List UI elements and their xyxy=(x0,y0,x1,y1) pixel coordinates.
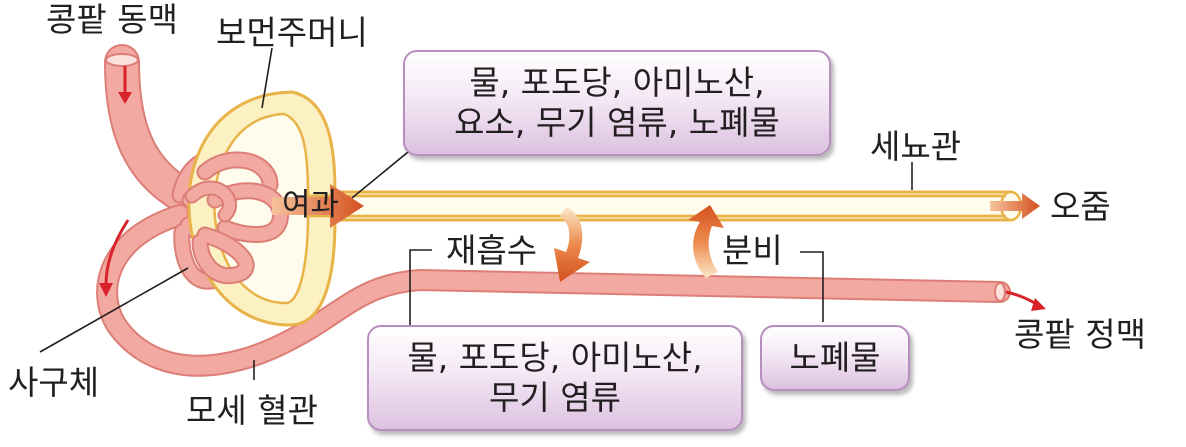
urine-label: 오줌 xyxy=(1050,187,1111,226)
secretion-arrow xyxy=(688,205,724,278)
process-arrows xyxy=(272,184,1040,282)
filtrate-line-1: 물, 포도당, 아미노산, xyxy=(469,63,765,103)
blood-flow-arrows xyxy=(99,66,1046,311)
secretion-label: 분비 xyxy=(722,231,783,270)
filtrate-box: 물, 포도당, 아미노산, 요소, 무기 염류, 노폐물 xyxy=(403,50,831,156)
reabsorption-arrow xyxy=(554,207,590,282)
urine-arrow xyxy=(990,193,1040,219)
leader-lines xyxy=(39,47,913,380)
secreted-line-1: 노폐물 xyxy=(789,338,881,378)
bowmans-capsule-label: 보먼주머니 xyxy=(216,13,368,52)
filtrate-line-2: 요소, 무기 염류, 노폐물 xyxy=(454,103,780,142)
filtration-arrow xyxy=(272,184,364,228)
reabsorbed-line-1: 물, 포도당, 아미노산, xyxy=(407,338,703,378)
reabsorbed-line-2: 무기 염류 xyxy=(489,378,621,417)
glomerulus-label: 사구체 xyxy=(8,363,100,402)
renal-vein-label: 콩팥 정맥 xyxy=(1014,315,1146,354)
renal-artery-label: 콩팥 동맥 xyxy=(46,0,178,39)
filtration-label: 여과 xyxy=(282,187,340,223)
tubule-label: 세뇨관 xyxy=(870,127,962,166)
reabsorbed-box: 물, 포도당, 아미노산, 무기 염류 xyxy=(367,325,743,431)
secreted-box: 노폐물 xyxy=(760,325,910,391)
reabsorption-label: 재흡수 xyxy=(446,231,538,270)
capillary-label: 모세 혈관 xyxy=(186,391,318,430)
